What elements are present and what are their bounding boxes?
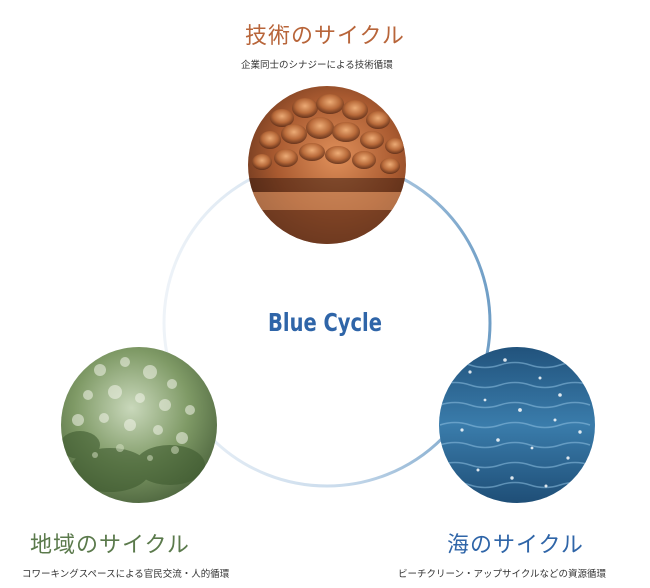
tech-cycle-subtitle: 企業同士のシナジーによる技術循環 [241,60,393,71]
sea-cycle-subtitle: ビーチクリーン・アップサイクルなどの資源循環 [398,569,607,580]
sea-cycle-title: 海のサイクル [447,533,584,558]
local-cycle-title: 地域のサイクル [30,533,190,558]
local-cycle-photo [61,347,217,503]
center-label: Blue Cycle [268,308,382,337]
tech-cycle-title: 技術のサイクル [245,24,405,49]
tech-cycle-photo [248,86,406,244]
sea-cycle-photo [439,347,595,503]
local-cycle-subtitle: コワーキングスペースによる官民交流・人的循環 [22,569,230,580]
